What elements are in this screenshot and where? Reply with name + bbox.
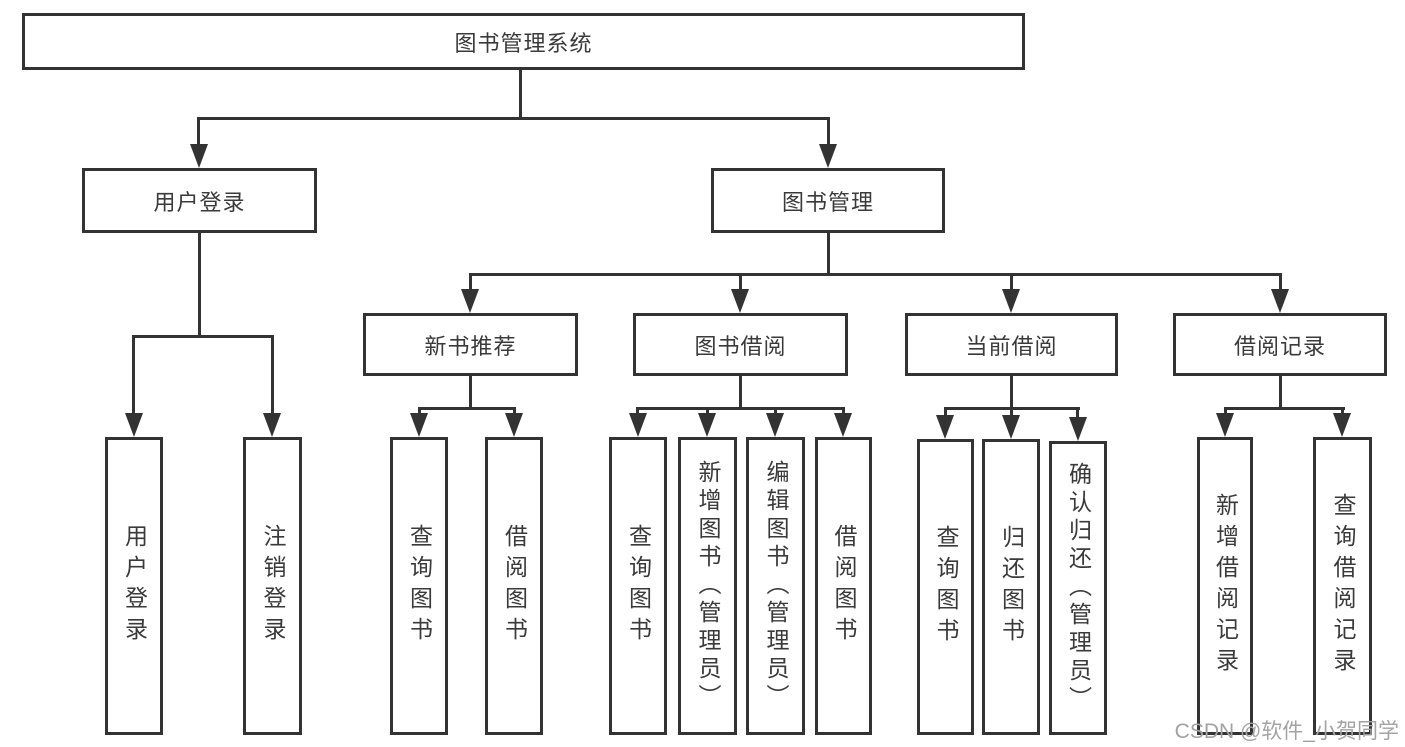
arrow-down-icon (1333, 413, 1351, 437)
edge-line (469, 376, 472, 409)
edge-line (1010, 407, 1013, 417)
leaf-edit-book-admin: 编辑图书（管理员） (746, 437, 805, 735)
node-book-management: 图书管理 (711, 168, 945, 233)
node-book-borrowing: 图书借阅 (633, 313, 848, 376)
edge-line (1224, 407, 1345, 410)
edge-line (842, 407, 845, 415)
arrow-down-icon (125, 413, 143, 437)
edge-line (1341, 407, 1344, 415)
edge-line (1279, 376, 1282, 409)
edge-line (1010, 273, 1013, 290)
edge-line (197, 117, 200, 145)
edge-line (1076, 407, 1079, 417)
arrow-down-icon (698, 413, 716, 437)
leaf-query-books: 查询图书 (390, 437, 448, 735)
edge-line (1010, 376, 1013, 409)
watermark-text: CSDN @软件_小贺同学 (1174, 720, 1399, 743)
arrow-down-icon (731, 289, 749, 313)
leaf-user-login: 用户登录 (105, 437, 163, 735)
leaf-add-book-admin: 新增图书（管理员） (678, 437, 737, 735)
arrow-down-icon (263, 413, 281, 437)
edge-line (469, 273, 1282, 276)
arrow-down-icon (410, 413, 428, 437)
edge-line (827, 117, 830, 145)
leaf-logout: 注销登录 (243, 437, 302, 735)
edge-line (706, 407, 709, 415)
edge-line (774, 407, 777, 415)
edge-line (132, 335, 135, 414)
node-root: 图书管理系统 (22, 13, 1025, 70)
edge-line (198, 233, 201, 337)
leaf-confirm-return-admin: 确认归还（管理员） (1049, 441, 1107, 735)
node-new-book-recommendation: 新书推荐 (363, 313, 578, 376)
edge-line (271, 335, 274, 414)
edge-line (513, 407, 516, 415)
arrow-down-icon (834, 413, 852, 437)
edge-line (944, 407, 947, 417)
leaf-query-books: 查询图书 (917, 439, 974, 735)
arrow-down-icon (1002, 415, 1020, 439)
edge-line (519, 69, 522, 118)
arrow-down-icon (819, 144, 837, 168)
leaf-borrow-books: 借阅图书 (815, 437, 872, 735)
edge-line (739, 376, 742, 409)
arrow-down-icon (1216, 413, 1234, 437)
arrow-down-icon (1271, 289, 1289, 313)
arrow-down-icon (190, 144, 208, 168)
arrow-down-icon (936, 415, 954, 439)
node-current-borrowing: 当前借阅 (905, 313, 1118, 376)
edge-line (636, 407, 845, 410)
arrow-down-icon (461, 289, 479, 313)
leaf-borrow-books: 借阅图书 (485, 437, 543, 735)
leaf-query-books: 查询图书 (609, 437, 667, 735)
leaf-return-books: 归还图书 (982, 439, 1040, 735)
edge-line (418, 407, 516, 410)
arrow-down-icon (766, 413, 784, 437)
edge-line (739, 273, 742, 290)
edge-line (1279, 273, 1282, 290)
arrow-down-icon (505, 413, 523, 437)
leaf-query-borrow-record: 查询借阅记录 (1313, 437, 1372, 735)
arrow-down-icon (1069, 417, 1087, 441)
edge-line (132, 335, 274, 338)
edge-line (197, 117, 830, 120)
node-user-login: 用户登录 (82, 168, 317, 233)
leaf-add-borrow-record: 新增借阅记录 (1197, 437, 1253, 735)
edge-line (636, 407, 639, 415)
edge-line (469, 273, 472, 290)
edge-line (418, 407, 421, 415)
arrow-down-icon (629, 413, 647, 437)
node-borrowing-records: 借阅记录 (1173, 313, 1387, 376)
edge-line (827, 232, 830, 276)
edge-line (1224, 407, 1227, 415)
arrow-down-icon (1002, 289, 1020, 313)
